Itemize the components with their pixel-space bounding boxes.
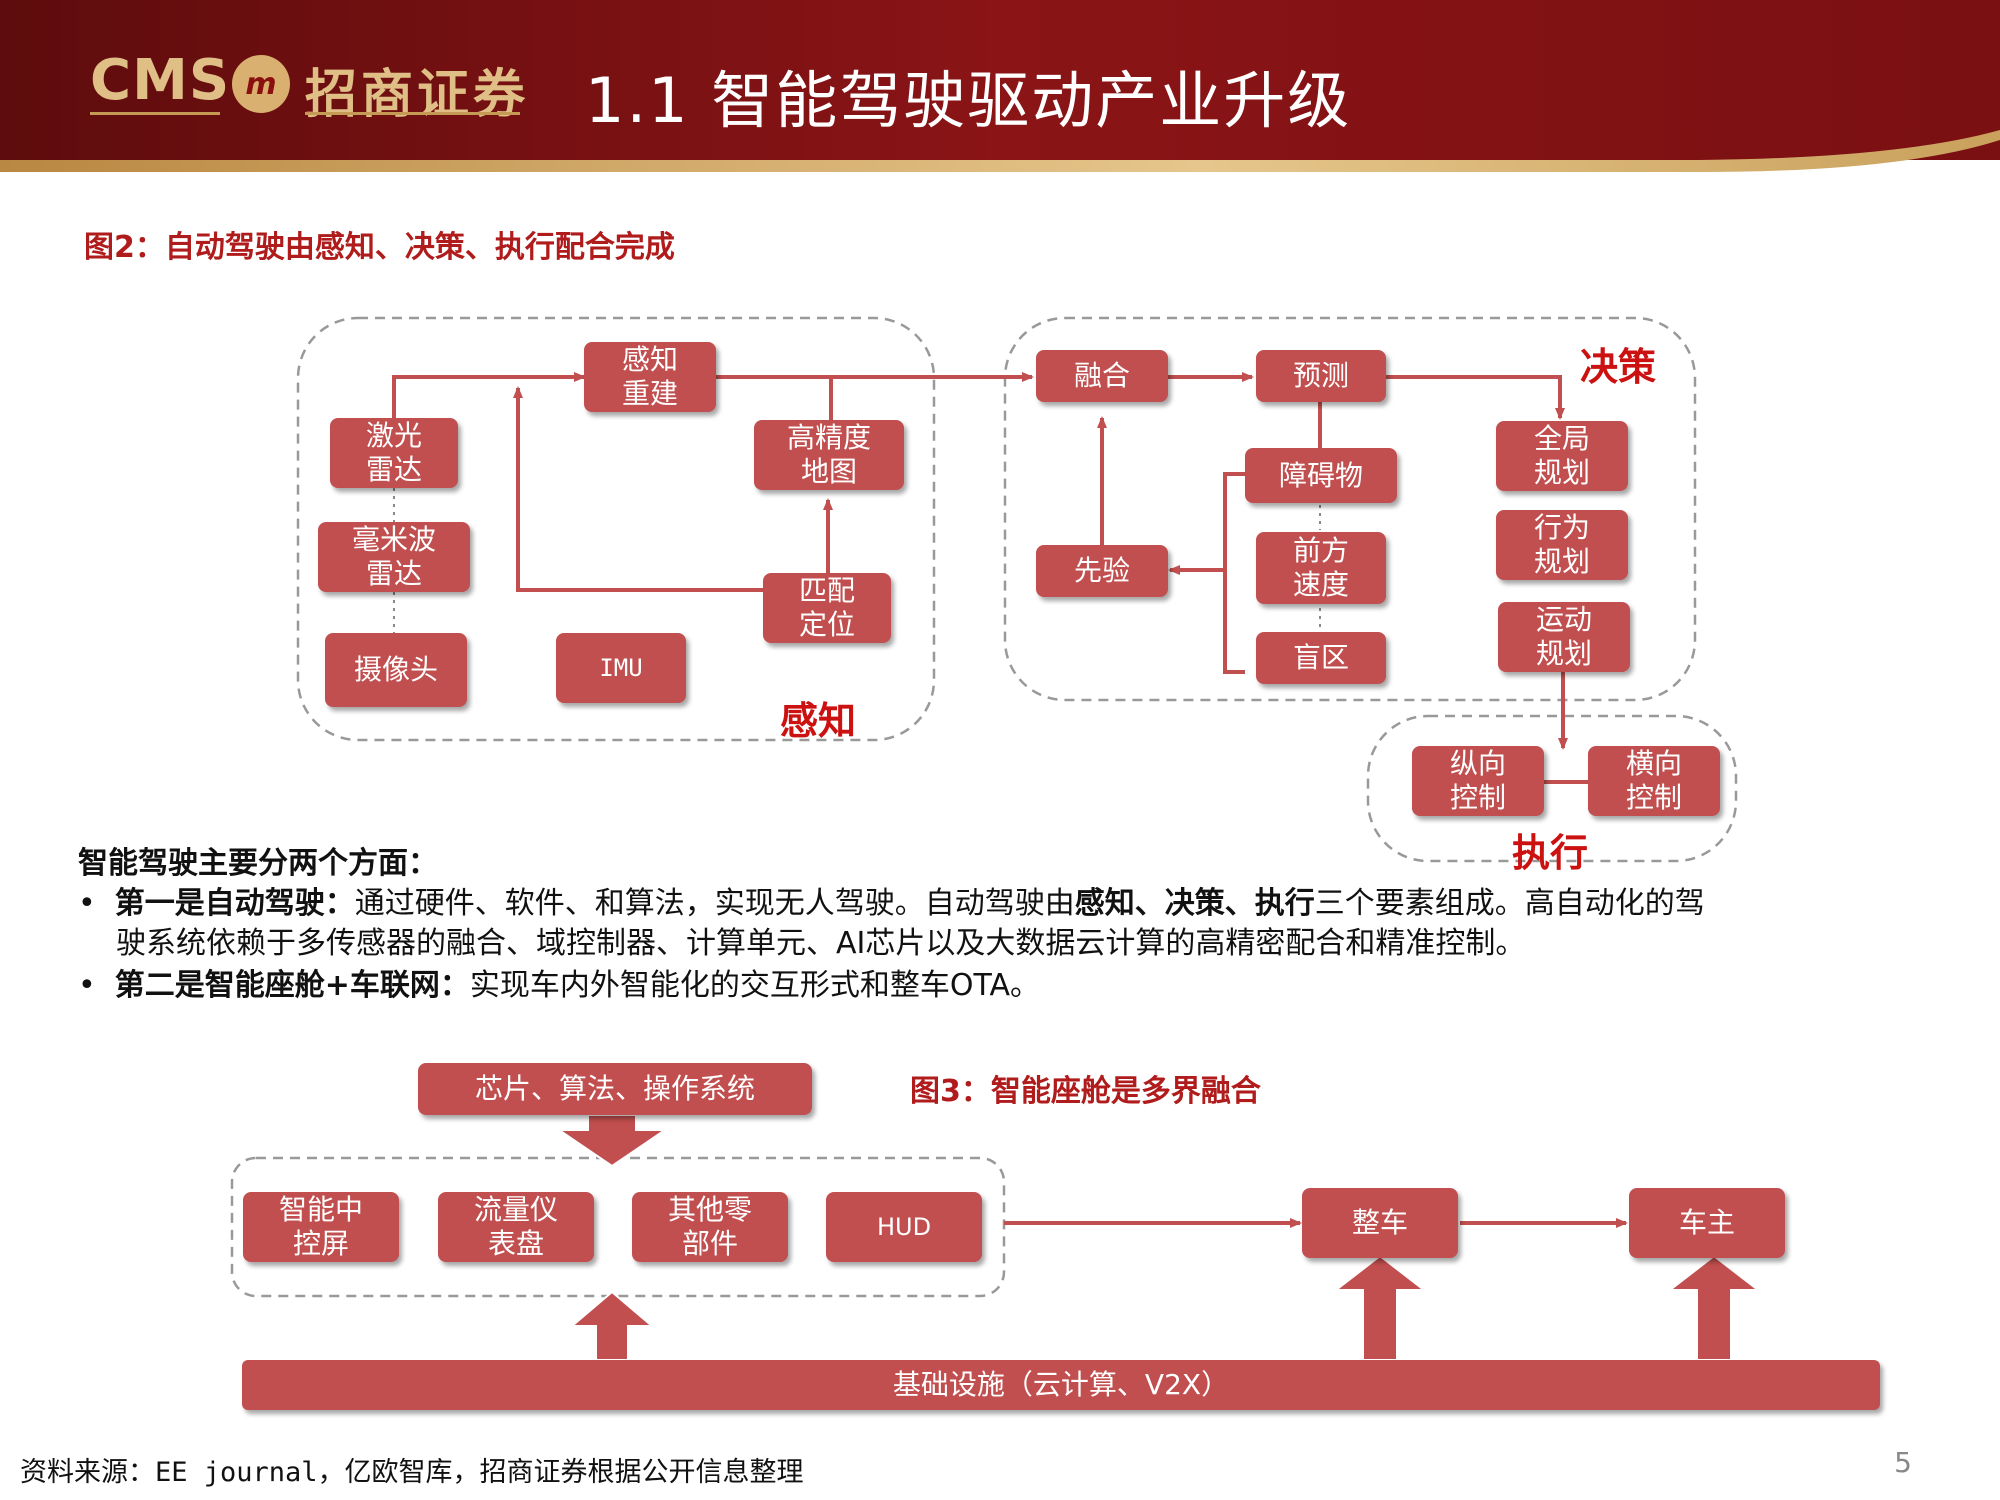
center-screen-node: 智能中 控屏 <box>243 1192 399 1262</box>
other-parts-node: 其他零 部件 <box>632 1192 788 1262</box>
source-ee-journal: EE journal <box>155 1457 318 1488</box>
execution-group-outline <box>1366 714 1738 863</box>
logo-badge-icon: m <box>232 55 290 113</box>
chips-algorithms-os-node: 芯片、算法、操作系统 <box>418 1063 812 1115</box>
motion-planning-node: 运动 规划 <box>1498 602 1630 672</box>
hud-node: HUD <box>826 1192 982 1262</box>
instrument-cluster-node: 流量仪 表盘 <box>438 1192 594 1262</box>
page-title: 1.1 智能驾驶驱动产业升级 <box>585 64 1352 137</box>
bullet-2-title: 第二是智能座舱+车联网： <box>114 968 470 1003</box>
fusion-node: 融合 <box>1036 350 1168 402</box>
logo-underline <box>90 112 220 115</box>
source-rest: ，亿欧智库，招商证券根据公开信息整理 <box>317 1457 804 1488</box>
bullet-2-text: 实现车内外智能化的交互形式和整车OTA。 <box>469 968 1041 1003</box>
header-banner: CMS m 招商证券 1.1 智能驾驶驱动产业升级 <box>0 0 2000 175</box>
logo-underline <box>305 112 520 115</box>
car-owner-node: 车主 <box>1629 1188 1785 1258</box>
bullet-dot: • <box>78 886 115 921</box>
obstacle-node: 障碍物 <box>1245 448 1397 503</box>
hd-map-node: 高精度 地图 <box>754 420 904 490</box>
perception-reconstruct-node: 感知 重建 <box>584 342 716 412</box>
bullet-dot: • <box>78 968 115 1003</box>
front-speed-node: 前方 速度 <box>1256 532 1386 604</box>
camera-node: 摄像头 <box>325 633 467 707</box>
behavior-planning-node: 行为 规划 <box>1496 510 1628 580</box>
bullet-1-title: 第一是自动驾驶： <box>114 886 355 921</box>
lidar-node: 激光 雷达 <box>330 418 458 488</box>
fig2-caption: 图2：自动驾驶由感知、决策、执行配合完成 <box>84 230 675 265</box>
global-planning-node: 全局 规划 <box>1496 421 1628 491</box>
bullet-1-text: 通过硬件、软件、和算法，实现无人驾驶。自动驾驶由 <box>354 886 1075 921</box>
imu-node: IMU <box>556 633 686 703</box>
bullet-1-emphasis: 感知、决策、执行 <box>1074 886 1315 921</box>
prediction-node: 预测 <box>1256 350 1386 402</box>
lateral-control-node: 横向 控制 <box>1588 746 1720 816</box>
source-prefix: 资料来源： <box>20 1457 155 1488</box>
longitudinal-control-node: 纵向 控制 <box>1412 746 1544 816</box>
map-matching-node: 匹配 定位 <box>763 573 891 643</box>
page-number: 5 <box>1894 1446 1912 1479</box>
perception-group-outline <box>296 316 936 742</box>
prior-node: 先验 <box>1036 545 1168 597</box>
infrastructure-bar: 基础设施（云计算、V2X） <box>242 1360 1880 1410</box>
execution-section-label: 执行 <box>1512 831 1589 875</box>
mmwave-radar-node: 毫米波 雷达 <box>318 522 470 592</box>
fig3-caption: 图3：智能座舱是多界融合 <box>910 1074 1261 1109</box>
bullet-1: • 第一是自动驾驶：通过硬件、软件、和算法，实现无人驾驶。自动驾驶由感知、决策、… <box>78 884 1705 924</box>
logo-cms: CMS <box>90 48 231 113</box>
blind-zone-node: 盲区 <box>1256 632 1386 684</box>
logo-company-name: 招商证券 <box>305 65 530 125</box>
header-background <box>0 0 2000 172</box>
source-note: 资料来源：EE journal，亿欧智库，招商证券根据公开信息整理 <box>20 1450 804 1489</box>
bullet-2: • 第二是智能座舱+车联网：实现车内外智能化的交互形式和整车OTA。 <box>78 966 1040 1006</box>
aspects-heading: 智能驾驶主要分两个方面： <box>78 846 438 881</box>
perception-section-label: 感知 <box>780 699 857 743</box>
vehicle-node: 整车 <box>1302 1188 1458 1258</box>
decision-section-label: 决策 <box>1580 345 1657 389</box>
bullet-1-text-cont: 三个要素组成。高自动化的驾 <box>1314 886 1705 921</box>
bullet-1-line-2: 驶系统依赖于多传感器的融合、域控制器、计算单元、AI芯片以及大数据云计算的高精密… <box>116 926 1526 961</box>
